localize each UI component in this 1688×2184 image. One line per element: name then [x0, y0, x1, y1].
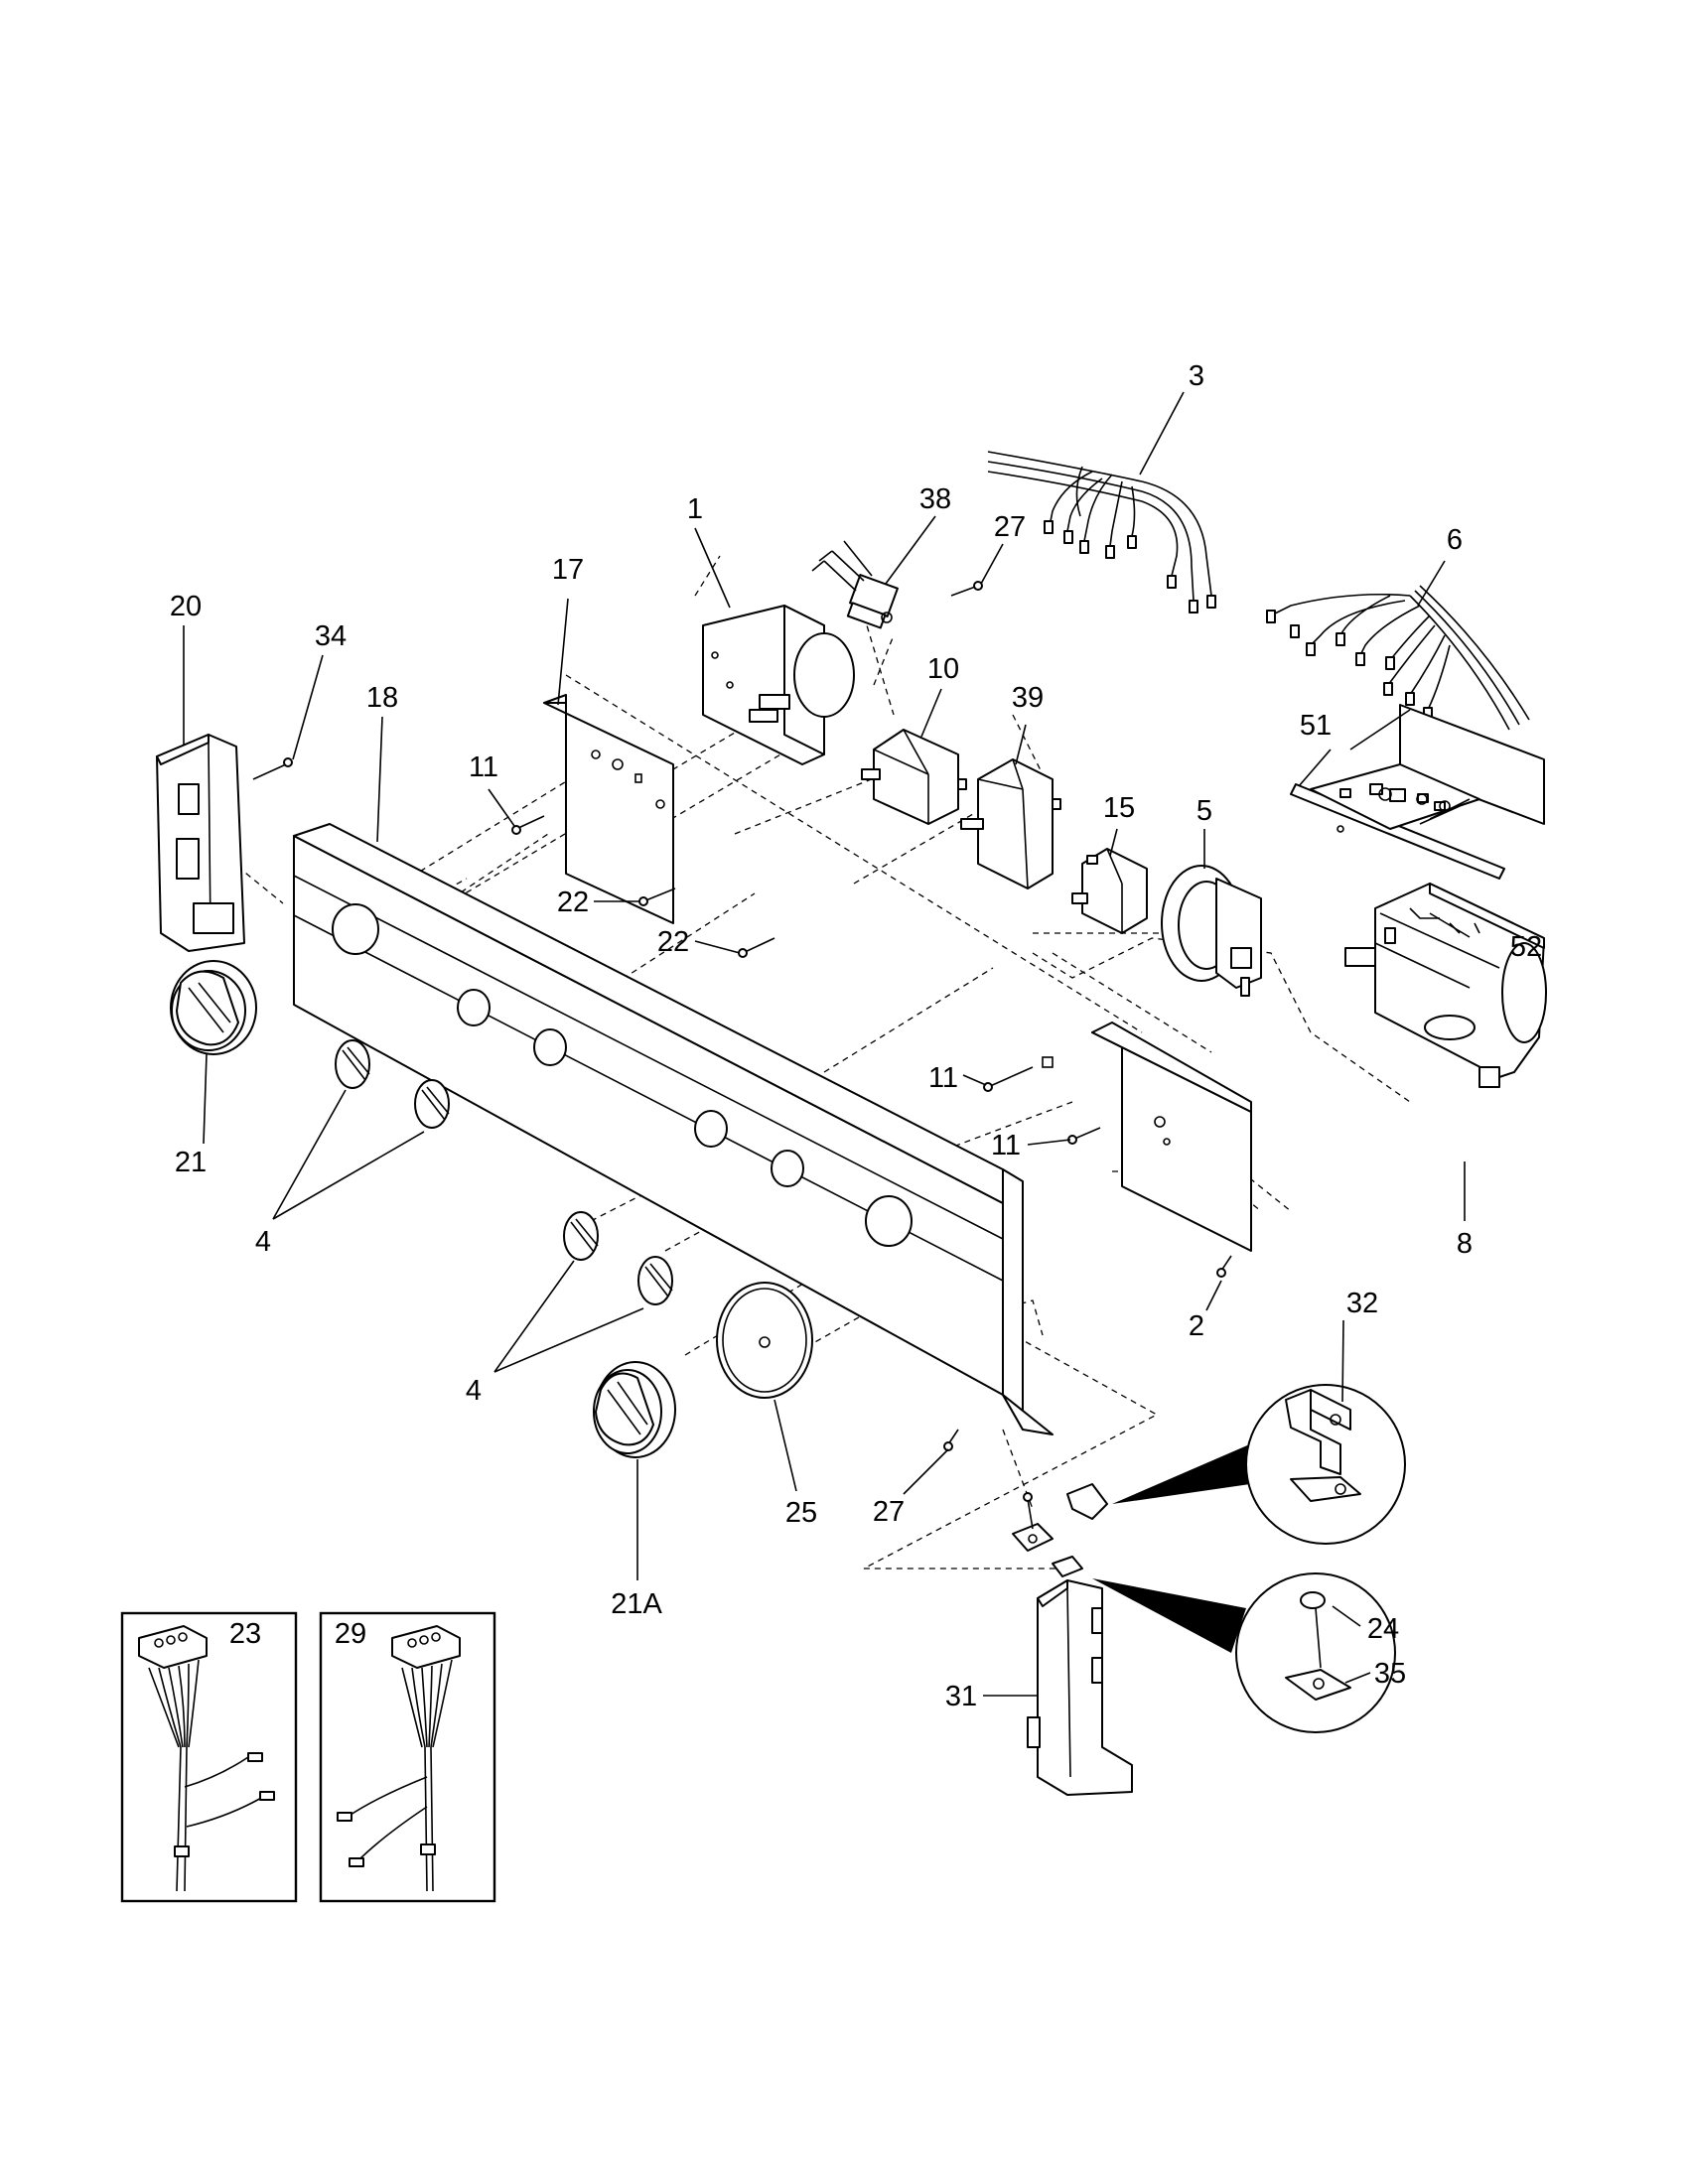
label-17: 17	[552, 554, 584, 586]
bracket-clip	[1012, 1483, 1108, 1577]
wire-harness-6	[1266, 585, 1530, 731]
label-6: 6	[1447, 524, 1463, 556]
inset-23	[120, 1611, 298, 1903]
label-29: 29	[335, 1618, 366, 1650]
label-31: 31	[945, 1681, 977, 1712]
label-5: 5	[1196, 795, 1212, 827]
label-21a: 21A	[611, 1588, 662, 1620]
knob-21a	[593, 1361, 676, 1458]
label-21: 21	[175, 1147, 207, 1178]
right-mounting-bracket	[1091, 1022, 1252, 1252]
knob-4-c	[563, 1211, 599, 1261]
label-20: 20	[170, 591, 202, 622]
inset-29	[319, 1611, 496, 1903]
knob-4-a	[335, 1039, 370, 1089]
label-35: 35	[1374, 1658, 1406, 1690]
screw-11-c	[1067, 1127, 1101, 1145]
label-4-b: 4	[466, 1375, 482, 1407]
end-cap-right	[1027, 1579, 1133, 1796]
label-52: 52	[1510, 931, 1542, 963]
label-3: 3	[1189, 360, 1204, 392]
wire-harness-3	[987, 451, 1216, 614]
part-labels: 1 2 3 4 4 5 6 8 10 11 11 11 15 17 18 20 …	[170, 360, 1542, 1712]
callout-32	[1112, 1384, 1406, 1545]
switch-15	[1071, 848, 1148, 934]
filter-connector	[811, 540, 899, 629]
screw-2	[1216, 1255, 1232, 1278]
callout-24-35	[1092, 1572, 1396, 1733]
label-8: 8	[1457, 1228, 1473, 1260]
leader-lines	[183, 391, 1480, 1697]
label-25: 25	[785, 1497, 817, 1529]
screw-11-a	[511, 815, 545, 835]
dial-25	[716, 1282, 813, 1399]
label-10: 10	[927, 653, 959, 685]
label-27-b: 27	[873, 1496, 905, 1528]
label-22-b: 22	[657, 926, 689, 958]
label-24: 24	[1367, 1613, 1399, 1645]
label-2: 2	[1189, 1310, 1204, 1342]
label-11-a: 11	[469, 751, 498, 783]
label-27-a: 27	[994, 511, 1026, 543]
label-34: 34	[315, 620, 347, 652]
control-board	[1290, 704, 1545, 880]
label-4-a: 4	[255, 1226, 271, 1258]
screw-11-b	[983, 1056, 1054, 1092]
screw-27-b	[943, 1429, 959, 1451]
knob-4-b	[414, 1079, 450, 1129]
end-cap-left	[156, 734, 245, 952]
label-22-a: 22	[557, 887, 589, 918]
label-39: 39	[1012, 682, 1044, 714]
label-11-b: 11	[928, 1062, 958, 1094]
knob-21	[170, 960, 257, 1055]
knob-4-d	[637, 1256, 673, 1305]
label-1: 1	[687, 493, 703, 525]
screw-22-b	[738, 937, 775, 958]
screws	[252, 581, 1232, 1451]
label-15: 15	[1103, 792, 1135, 824]
label-51: 51	[1300, 710, 1332, 742]
label-18: 18	[366, 682, 398, 714]
label-38: 38	[919, 483, 951, 515]
label-23: 23	[229, 1618, 261, 1650]
module-8	[1344, 883, 1547, 1088]
left-mounting-bracket	[543, 694, 674, 924]
label-32: 32	[1346, 1288, 1378, 1319]
switch-10	[861, 729, 967, 825]
timer	[702, 605, 855, 765]
switch-39	[960, 758, 1061, 889]
screw-27-a	[950, 581, 983, 597]
control-panel	[293, 823, 1054, 1435]
screw-34	[252, 757, 293, 780]
pressure-switch	[1161, 865, 1262, 997]
label-11-c: 11	[991, 1130, 1021, 1161]
